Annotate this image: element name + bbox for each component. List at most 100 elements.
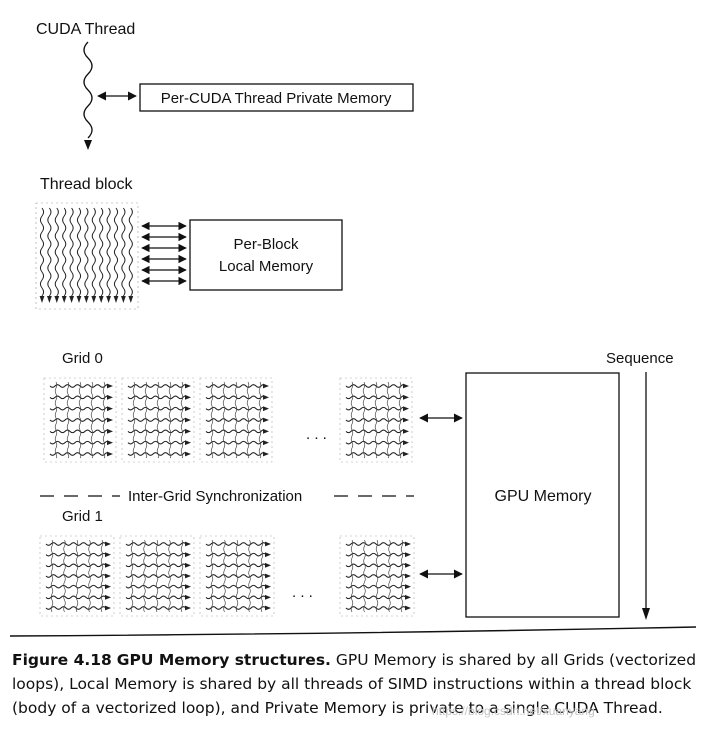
grid-wavy-line — [345, 574, 407, 578]
grid-arrow-head — [263, 451, 269, 457]
grid-arrow-head — [263, 394, 269, 400]
grid-wavy-line — [88, 539, 91, 613]
grid-block-outline — [199, 377, 273, 463]
grid-arrow-head — [403, 440, 409, 446]
grid-wavy-line — [205, 418, 265, 422]
thread-wavy-line — [121, 207, 126, 297]
caption-title: GPU Memory structures. — [116, 651, 331, 669]
grid-wavy-line — [210, 381, 214, 459]
grid-arrow-head — [185, 383, 191, 389]
grid-wavy-line — [66, 381, 70, 459]
grid-wavy-line — [180, 381, 184, 459]
thread-arrow-head — [76, 296, 82, 303]
grid-wavy-line — [127, 395, 187, 400]
grid-wavy-line — [50, 539, 54, 613]
grid-arrow-head — [105, 605, 111, 611]
grid-wavy-line — [222, 381, 226, 459]
grid-wavy-line — [168, 381, 172, 459]
grid-arrow-head — [263, 383, 269, 389]
grid-wavy-line — [258, 381, 262, 459]
grid-arrow-head — [265, 584, 271, 590]
caption-figure-label: Figure 4.18 — [12, 651, 112, 669]
thread-arrow-head — [98, 296, 104, 303]
grid-wavy-line — [78, 381, 82, 459]
grid-thread-block — [43, 377, 117, 463]
grid-wavy-line — [125, 542, 187, 546]
grid-wavy-line — [205, 406, 265, 411]
grid-wavy-line — [127, 440, 187, 445]
grid0-ellipsis: . . . — [306, 426, 327, 443]
grid-arrow-head — [403, 451, 409, 457]
grid-wavy-line — [49, 395, 109, 400]
grid-arrow-head — [107, 440, 113, 446]
grid-wavy-line — [127, 406, 187, 411]
grid-arrow-head — [405, 594, 411, 600]
grid1-ellipsis: . . . — [292, 584, 313, 601]
grid-arrow-head — [405, 562, 411, 568]
grid-arrow-head — [185, 394, 191, 400]
thread-wavy-line — [99, 207, 104, 297]
thread-arrow-head — [121, 296, 126, 303]
grid-wavy-line — [156, 381, 160, 459]
grid-arrow-head — [105, 594, 111, 600]
grid0-thread-blocks — [43, 377, 413, 463]
grid-wavy-line — [363, 539, 366, 613]
grid-thread-block — [199, 535, 275, 617]
grid-wavy-line — [143, 539, 146, 613]
thread-wavy-line — [128, 207, 133, 297]
grid-arrow-head — [265, 605, 271, 611]
grid-wavy-line — [205, 452, 265, 456]
grid-wavy-line — [345, 584, 407, 589]
grid-arrow-head — [185, 573, 191, 579]
thread-arrow-head — [69, 296, 74, 303]
grid-wavy-line — [155, 539, 159, 613]
thread-wavy-line — [84, 207, 89, 297]
grid-wavy-line — [398, 381, 402, 459]
thread-arrow-head — [61, 296, 67, 303]
grid-wavy-line — [49, 384, 109, 388]
grid-wavy-line — [45, 542, 107, 546]
grid-wavy-line — [125, 584, 187, 589]
sync-label: Inter-Grid Synchronization — [128, 488, 302, 505]
grid-arrow-head — [265, 594, 271, 600]
grid-wavy-line — [374, 381, 378, 459]
local-memory-label-line2: Local Memory — [219, 258, 314, 275]
grid-wavy-line — [45, 563, 107, 568]
grid-wavy-line — [345, 563, 407, 568]
cuda-thread-arrow-head — [84, 140, 92, 150]
grid-wavy-line — [205, 584, 267, 589]
grid-wavy-line — [168, 539, 171, 613]
grid-arrow-head — [105, 541, 111, 547]
grid-wavy-line — [45, 584, 107, 589]
grid-wavy-line — [127, 429, 187, 434]
grid-wavy-line — [205, 563, 267, 568]
grid-arrow-head — [405, 605, 411, 611]
grid-thread-block — [339, 535, 415, 617]
caption-rule — [9, 626, 697, 637]
grid-arrow-head — [405, 541, 411, 547]
grid-thread-block — [119, 535, 195, 617]
grid-arrow-head — [105, 584, 111, 590]
grid-block-outline — [119, 535, 195, 617]
grid-arrow-head — [403, 428, 409, 434]
grid-wavy-line — [210, 539, 214, 613]
grid-wavy-line — [345, 384, 405, 388]
cuda-thread-label: CUDA Thread — [36, 21, 135, 38]
grid-wavy-line — [100, 539, 104, 613]
grid-arrow-head — [405, 584, 411, 590]
grid-wavy-line — [205, 574, 267, 578]
grid-arrow-head — [403, 383, 409, 389]
grid-arrow-head — [107, 428, 113, 434]
grid-wavy-line — [132, 381, 136, 459]
grid-arrow-head — [105, 573, 111, 579]
grid-wavy-line — [205, 384, 265, 388]
grid-wavy-line — [49, 406, 109, 411]
grid-wavy-line — [49, 429, 109, 434]
grid-block-outline — [339, 377, 413, 463]
thread-arrow-head — [106, 296, 111, 303]
grid-arrow-head — [185, 428, 191, 434]
grid-arrow-head — [185, 605, 191, 611]
grid0-label: Grid 0 — [62, 350, 103, 367]
grid-wavy-line — [234, 381, 238, 459]
